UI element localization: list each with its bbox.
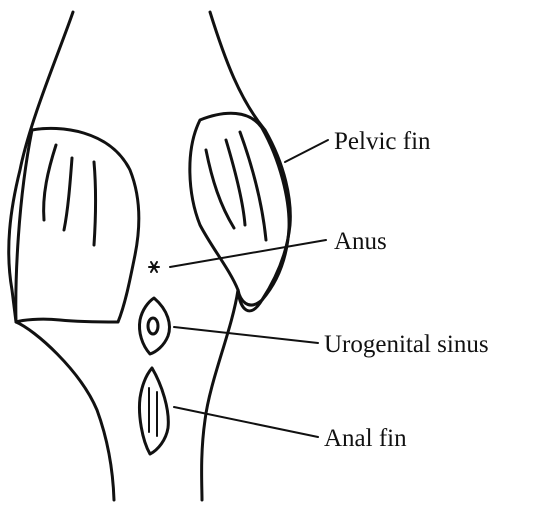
label-anal-fin: Anal fin — [324, 425, 407, 452]
label-urogenital-sinus: Urogenital sinus — [324, 331, 489, 358]
leader-lines — [170, 140, 328, 437]
left-fin-ray-1 — [44, 145, 56, 220]
anal-fin-leader — [174, 407, 318, 437]
urogenital-sinus-mark — [139, 298, 169, 354]
anal-fin-mark — [139, 368, 168, 454]
left-fin-ray-2 — [64, 158, 72, 230]
left-fin-ray-3 — [94, 162, 96, 245]
label-anus: Anus — [334, 228, 387, 255]
urogenital-sinus-leader — [174, 327, 318, 343]
urogenital-sinus-inner — [148, 318, 158, 334]
body-right-contour — [202, 12, 291, 500]
left-pelvic-fin-outline — [16, 128, 139, 322]
right-fin-ray-2 — [226, 140, 245, 225]
anus-mark — [149, 262, 159, 272]
anus-leader — [170, 240, 326, 267]
body-left-contour — [9, 12, 114, 500]
right-fin-ray-1 — [206, 150, 234, 228]
left-pelvic-fin — [16, 128, 139, 322]
urogenital-sinus-outer — [139, 298, 169, 354]
label-pelvic-fin: Pelvic fin — [334, 128, 431, 155]
anal-fin-outline — [139, 368, 168, 454]
pelvic-fin-leader — [285, 140, 328, 162]
